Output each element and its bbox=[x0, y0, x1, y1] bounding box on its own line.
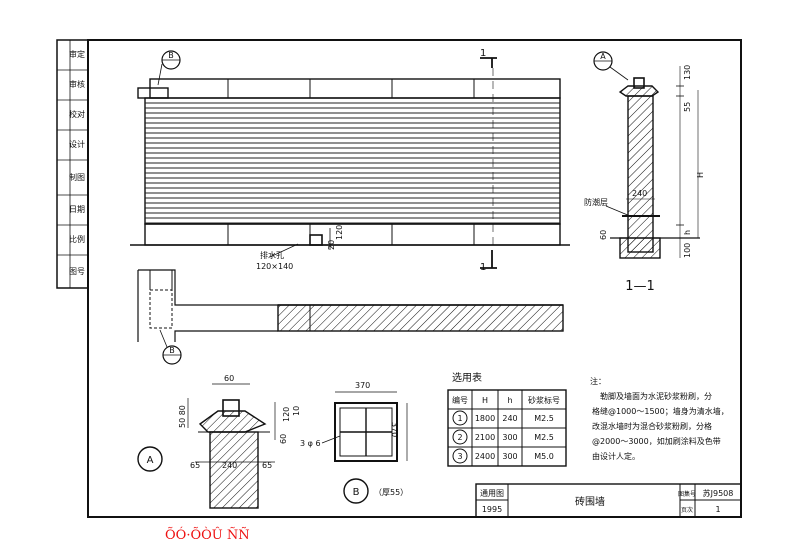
detail-b-label: B bbox=[353, 487, 360, 498]
strip-0: 审定 bbox=[69, 49, 85, 59]
th-2: h bbox=[507, 396, 512, 405]
sec-dim-H: H bbox=[696, 172, 705, 178]
sec-dim-100: 100 bbox=[683, 243, 692, 258]
drawing-title: 砖围墙 bbox=[575, 495, 605, 508]
notes-line-2: 改混水墙时为混合砂浆粉刷，分格 bbox=[592, 421, 712, 431]
sec-dim-h: h bbox=[683, 230, 692, 235]
td-1-2: 300 bbox=[502, 433, 517, 442]
td-1-3: M2.5 bbox=[534, 433, 554, 442]
label-page: 页次 bbox=[681, 506, 693, 514]
callout-b-plan-text: B bbox=[169, 346, 175, 355]
detB-rebar: 3 φ 6 bbox=[300, 439, 321, 448]
td-2-0: 3 bbox=[457, 452, 462, 461]
notes-heading: 注： bbox=[590, 376, 606, 386]
td-2-2: 300 bbox=[502, 452, 517, 461]
stamp-text: ÕÓ·ÕÒÛ ÑÑ bbox=[165, 528, 250, 543]
detail-b-callout bbox=[343, 478, 369, 504]
detA-dim-60b: 60 bbox=[279, 434, 288, 444]
section-mark-top: 1 bbox=[480, 48, 486, 59]
detA-dim-65l: 65 bbox=[190, 461, 200, 470]
td-0-1: 1800 bbox=[475, 414, 495, 423]
drain-hole-size: 120×140 bbox=[256, 262, 293, 271]
section-title: 1—1 bbox=[625, 279, 655, 294]
detail-b: 370 370 3 φ 6 B （厚55） bbox=[300, 381, 408, 504]
year: 1995 bbox=[482, 505, 502, 514]
sec-dim-60: 60 bbox=[599, 230, 608, 240]
td-2-1: 2400 bbox=[475, 452, 495, 461]
strip-6: 比例 bbox=[69, 234, 85, 244]
td-1-0: 2 bbox=[457, 433, 462, 442]
detail-a-callout bbox=[137, 446, 163, 472]
label-year: 通用图 bbox=[480, 488, 504, 498]
strip-2: 校对 bbox=[69, 109, 85, 119]
notes-line-0: 勒脚及墙面为水泥砂浆粉刷，分 bbox=[600, 391, 712, 401]
side-strip: 审定 审核 校对 设计 制图 日期 比例 图号 bbox=[56, 39, 89, 289]
notes-line-1: 格缝@1000～1500；墙身为清水墙， bbox=[592, 406, 729, 416]
damp-proof-label: 防潮层 bbox=[584, 197, 608, 207]
callout-a-section-text: A bbox=[600, 52, 606, 61]
detail-a-label: A bbox=[147, 455, 154, 466]
atlas-no: 苏J9508 bbox=[703, 488, 734, 498]
strip-3: 设计 bbox=[69, 139, 85, 149]
detA-dim-10: 10 bbox=[292, 406, 301, 416]
notes-line-3: @2000～3000，如加刷涂料及色带 bbox=[592, 436, 721, 446]
callout-b-elev-text: B bbox=[168, 51, 174, 60]
sec-dim-240: 240 bbox=[632, 189, 647, 198]
section-1-1: A 130 55 H h 100 240 防潮层 60 1—1 bbox=[584, 51, 705, 294]
detA-dim-65r: 65 bbox=[262, 461, 272, 470]
strip-4: 制图 bbox=[69, 172, 85, 182]
drain-hole bbox=[309, 234, 323, 246]
detB-dim-370-top: 370 bbox=[355, 381, 370, 390]
detA-dim-5080: 50 80 bbox=[178, 405, 187, 428]
wall-elevation: 排水孔 120×140 20 120 1 1 B bbox=[130, 48, 570, 273]
detail-a: 60 50 80 120 10 60 65 240 65 A bbox=[137, 374, 301, 509]
td-0-0: 1 bbox=[457, 414, 462, 423]
strip-5: 日期 bbox=[69, 205, 85, 214]
sec-dim-130: 130 bbox=[683, 65, 692, 80]
detB-dim-370-side: 370 bbox=[390, 422, 399, 437]
elev-dim-20: 20 bbox=[327, 240, 336, 250]
selection-table: 选用表 编号 H h 砂浆标号 1 1800 240 M2.5 2 2100 3… bbox=[447, 371, 567, 467]
detA-dim-240: 240 bbox=[222, 461, 237, 470]
th-3: 砂浆标号 bbox=[528, 395, 560, 405]
th-0: 编号 bbox=[452, 395, 468, 405]
td-1-1: 2100 bbox=[475, 433, 495, 442]
td-0-2: 240 bbox=[502, 414, 517, 423]
wall-plan: B bbox=[137, 269, 564, 365]
table-title: 选用表 bbox=[452, 371, 482, 384]
title-block: 通用图 1995 砖围墙 图集号 苏J9508 页次 1 bbox=[475, 483, 742, 518]
detA-dim-120: 120 bbox=[282, 407, 291, 422]
notes: 注： 勒脚及墙面为水泥砂浆粉刷，分 格缝@1000～1500；墙身为清水墙， 改… bbox=[590, 376, 729, 461]
page-no: 1 bbox=[715, 505, 720, 514]
strip-1: 审核 bbox=[69, 79, 85, 89]
section-mark-bottom: 1 bbox=[480, 262, 486, 273]
brick-courses bbox=[145, 102, 560, 224]
strip-7: 图号 bbox=[69, 267, 85, 276]
label-atlas: 图集号 bbox=[678, 490, 696, 498]
th-1: H bbox=[482, 396, 488, 405]
detA-dim-60: 60 bbox=[224, 374, 234, 383]
drain-hole-label: 排水孔 bbox=[260, 250, 284, 260]
notes-line-4: 由设计人定。 bbox=[592, 451, 640, 461]
td-2-3: M5.0 bbox=[534, 452, 554, 461]
detail-b-note: （厚55） bbox=[374, 488, 408, 497]
td-0-3: M2.5 bbox=[534, 414, 554, 423]
elev-dim-120: 120 bbox=[335, 225, 344, 240]
sec-dim-55: 55 bbox=[683, 102, 692, 112]
